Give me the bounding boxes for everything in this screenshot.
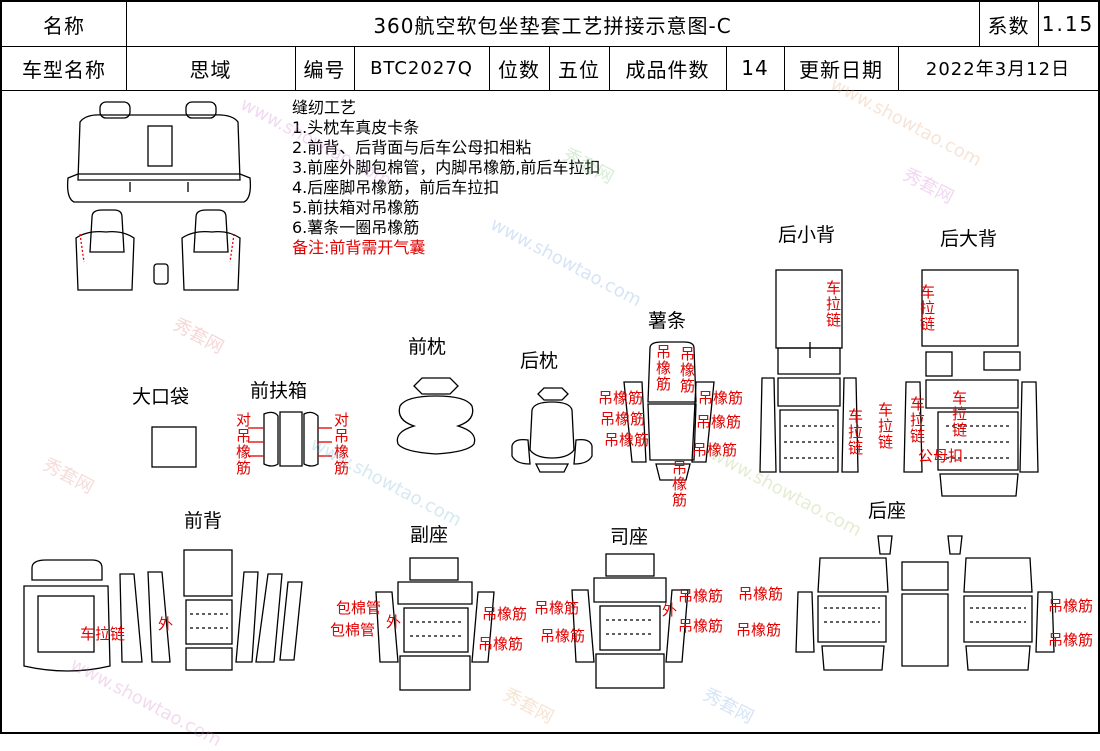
front-armrest-shape (248, 411, 332, 467)
name-label: 名称 (43, 13, 85, 38)
annotation-zipper: 车拉链 (910, 395, 926, 445)
header-divider (898, 46, 899, 90)
annotation-zipper: 车拉链 (920, 283, 936, 333)
annotation-elastic: 吊橡筋 (534, 599, 580, 617)
header-divider (354, 46, 355, 90)
header-divider (549, 46, 550, 90)
annotation-outer: 外 (386, 613, 402, 631)
annotation-pair-elastic: 对吊橡筋 (334, 411, 350, 477)
annotation-zipper: 车拉链 (826, 279, 842, 329)
part-label-rear-seat: 后座 (868, 500, 907, 522)
annotation-cotton-tube: 包棉管 (330, 621, 376, 639)
annotation-elastic: 吊橡筋 (656, 343, 672, 393)
date-label: 更新日期 (799, 57, 883, 82)
annotation-elastic: 吊橡筋 (482, 605, 528, 623)
code-label: 编号 (303, 57, 346, 82)
coef-label: 系数 (987, 13, 1030, 38)
part-label-driver-seat: 司座 (610, 526, 649, 548)
header-divider (126, 2, 127, 90)
document-title: 360航空软包坐垫套工艺拼接示意图-C (373, 13, 732, 38)
part-label-passenger-seat: 副座 (410, 524, 449, 546)
note-item: 1.头枕车真皮卡条 (292, 118, 420, 137)
annotation-elastic: 吊橡筋 (736, 621, 782, 639)
code-value: BTC2027Q (370, 57, 473, 79)
coef-value: 1.15 (1041, 12, 1095, 36)
annotation-elastic: 吊橡筋 (678, 617, 724, 635)
big-pocket-shape (151, 426, 197, 468)
pattern-artwork (23, 101, 1055, 691)
model-value: 思域 (189, 57, 232, 82)
header-row-divider (2, 46, 1098, 47)
annotation-zipper: 车拉链 (878, 401, 894, 451)
part-label-rear-headrest: 后枕 (520, 350, 559, 372)
part-label-front-back: 前背 (184, 510, 223, 532)
note-item: 3.前座外脚包棉管，内脚吊橡筋,前后车拉扣 (292, 158, 601, 177)
annotation-elastic: 吊橡筋 (600, 410, 646, 428)
annotation-elastic: 吊橡筋 (738, 585, 784, 603)
model-label: 车型名称 (22, 57, 106, 82)
annotation-elastic: 吊橡筋 (1048, 631, 1094, 649)
pieces-value: 14 (741, 56, 769, 80)
rear-seat-shape (795, 535, 1055, 671)
seat-overview-illustration (66, 101, 252, 291)
annotation-pair-elastic: 对吊橡筋 (236, 411, 252, 477)
seats-label: 位数 (498, 57, 540, 82)
header-divider (1038, 2, 1039, 46)
driver-seat-shape (571, 553, 689, 689)
header-divider (489, 46, 490, 90)
note-item: 5.前扶箱对吊橡筋 (292, 198, 420, 217)
pieces-label: 成品件数 (625, 57, 710, 82)
annotation-elastic: 吊橡筋 (692, 441, 738, 459)
annotation-elastic: 吊橡筋 (598, 389, 644, 407)
notes-title: 缝纫工艺 (292, 98, 357, 117)
annotation-outer: 外 (158, 615, 174, 633)
notes-remark: 备注:前背需开气囊 (292, 238, 426, 257)
date-value: 2022年3月12日 (925, 59, 1071, 80)
annotation-elastic: 吊橡筋 (678, 587, 724, 605)
annotation-zipper: 车拉链 (848, 407, 864, 457)
annotation-outer: 外 (662, 601, 678, 619)
header-divider (979, 2, 980, 46)
annotation-zipper: 车拉链 (80, 625, 126, 643)
part-label-big-pocket: 大口袋 (132, 386, 190, 408)
annotation-elastic: 吊橡筋 (540, 627, 586, 645)
seats-value: 五位 (558, 57, 600, 82)
rear-headrest-shape (511, 387, 593, 473)
header-divider (784, 46, 785, 90)
note-item: 6.薯条一圈吊橡筋 (292, 218, 420, 237)
part-label-small-rear-back: 后小背 (778, 224, 836, 246)
header-divider (609, 46, 610, 90)
annotation-elastic: 吊橡筋 (696, 413, 742, 431)
annotation-elastic: 吊橡筋 (604, 431, 650, 449)
annotation-elastic: 吊橡筋 (1048, 597, 1094, 615)
passenger-seat-shape (375, 557, 495, 691)
header-bottom-border (2, 90, 1098, 91)
annotation-zipper: 车拉链 (952, 389, 968, 439)
header-divider (726, 46, 727, 90)
front-headrest-shape (396, 377, 476, 455)
fries-shape (623, 341, 715, 481)
front-back-shape (23, 549, 303, 672)
annotation-cotton-tube: 包棉管 (336, 599, 382, 617)
annotation-elastic: 吊橡筋 (478, 635, 524, 653)
sewing-notes: 缝纫工艺 1.头枕车真皮卡条 2.前背、后背面与后车公母扣相粘 3.前座外脚包棉… (292, 98, 600, 258)
note-item: 4.后座脚吊橡筋，前后车拉扣 (292, 178, 500, 197)
part-label-front-headrest: 前枕 (408, 336, 447, 358)
annotation-snap: 公母扣 (918, 447, 964, 465)
header-divider (295, 46, 296, 90)
part-label-large-rear-back: 后大背 (940, 228, 998, 250)
annotation-elastic: 吊橡筋 (672, 459, 688, 509)
part-label-fries: 薯条 (648, 310, 687, 332)
annotation-elastic: 吊橡筋 (698, 389, 744, 407)
large-rear-back-shape (903, 269, 1039, 497)
part-label-front-armrest: 前扶箱 (250, 380, 308, 402)
annotation-elastic: 吊橡筋 (680, 345, 696, 395)
small-rear-back-shape (759, 269, 859, 473)
note-item: 2.前背、后背面与后车公母扣相粘 (292, 138, 532, 157)
